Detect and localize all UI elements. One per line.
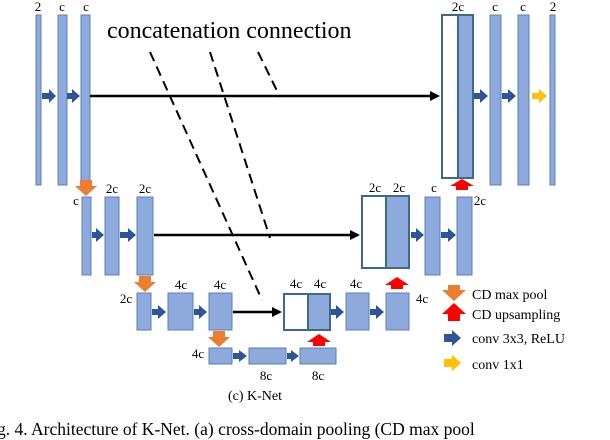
output-block [549, 14, 556, 186]
channel-label: c [431, 180, 437, 195]
channel-label: 2c [106, 181, 119, 196]
feature-block [81, 196, 92, 276]
feature-block [35, 14, 42, 186]
channel-label: c [59, 0, 65, 14]
feature-block [57, 14, 68, 186]
channel-label: c [520, 0, 526, 14]
conv-arrow [67, 89, 80, 103]
legend-pool-label: CD max pool [472, 288, 548, 303]
conv-arrow [331, 305, 344, 319]
channel-label: 2c [120, 291, 133, 306]
conv1x1-legend-icon [444, 355, 461, 371]
channel-label: 8c [260, 368, 273, 383]
pool-arrow [75, 180, 97, 196]
channel-label: 2c [139, 181, 152, 196]
feature-block [208, 292, 233, 331]
conv1x1-arrow [532, 89, 547, 103]
feature-block [299, 347, 337, 365]
figure-caption: g. 4. Architecture of K-Net. (a) cross-d… [0, 419, 475, 439]
channel-label: c [73, 193, 79, 208]
feature-block [208, 347, 233, 365]
conv-arrow [474, 89, 488, 103]
feature-block [345, 292, 370, 331]
conv-arrow [120, 228, 136, 242]
channel-label: 2c [393, 180, 406, 195]
concat-dashed-pointer [149, 51, 263, 301]
concat-up-block [457, 14, 474, 179]
channel-label: 4c [350, 276, 363, 291]
feature-block [136, 196, 154, 276]
upsample-arrow [307, 334, 331, 346]
feature-block [80, 14, 91, 186]
channel-label: c [83, 0, 89, 14]
conv-arrow [411, 228, 424, 242]
conv-arrow [441, 228, 456, 242]
legend: CD max pool CD upsampling conv 3x3, ReLU… [442, 285, 565, 373]
conv3x3-legend-icon [444, 330, 461, 346]
conv-arrow [370, 305, 384, 319]
channel-label: 2c [452, 0, 465, 14]
subfigure-label: (c) K-Net [228, 389, 282, 404]
channel-label: 2 [550, 0, 557, 14]
conv-arrow [502, 89, 516, 103]
concat-copy-block [361, 195, 387, 269]
channel-label: 8c [312, 368, 325, 383]
channel-label: 2 [35, 0, 42, 14]
concat-up-block [307, 293, 331, 331]
legend-conv3-label: conv 3x3, ReLU [472, 332, 565, 347]
concat-dashed-pointer [257, 51, 281, 98]
upsample-arrow [385, 277, 409, 289]
feature-block [104, 196, 120, 276]
feature-block [248, 347, 287, 365]
concat-label: concatenation connection [107, 18, 352, 44]
feature-block [489, 14, 502, 186]
upsample-arrow [450, 179, 474, 190]
feature-block [456, 196, 473, 276]
conv-arrow [287, 350, 299, 362]
pool-arrow [134, 276, 156, 292]
feature-block [167, 292, 194, 331]
conv-arrow [194, 305, 207, 319]
feature-block [517, 14, 530, 186]
channel-label: 4c [416, 291, 429, 306]
channel-label: 2c [474, 193, 487, 208]
conv-arrow [233, 350, 247, 362]
conv-arrow [152, 305, 166, 319]
legend-conv1-label: conv 1x1 [472, 358, 524, 373]
channel-label: 4c [290, 276, 303, 291]
channel-label: c [492, 0, 498, 14]
conv-arrow [92, 228, 104, 242]
legend-up-label: CD upsampling [472, 308, 560, 323]
channel-label: 2c [369, 180, 382, 195]
conv-arrow [42, 89, 56, 103]
pool-arrow-legend-icon [442, 285, 466, 301]
channel-label: 4c [175, 277, 188, 292]
channel-label: 4c [214, 277, 227, 292]
concat-copy-block [283, 293, 309, 331]
concat-dashed-pointer [209, 51, 271, 239]
channel-label: 4c [314, 276, 327, 291]
feature-block [136, 292, 152, 331]
feature-block [385, 292, 410, 331]
upsample-arrow-legend-icon [442, 303, 466, 321]
pool-arrow [208, 331, 230, 347]
channel-label: 4c [192, 346, 205, 361]
concat-copy-block [441, 14, 459, 179]
concat-up-block [385, 195, 410, 269]
feature-block [424, 196, 441, 276]
